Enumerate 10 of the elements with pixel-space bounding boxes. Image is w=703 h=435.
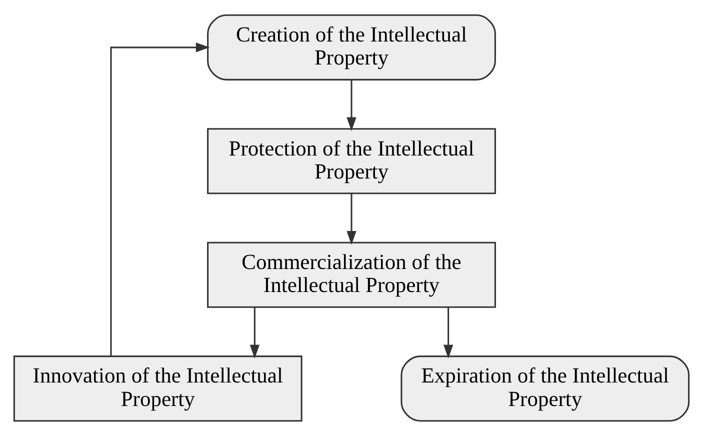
node-box: Commercialization of the Intellectual Property [207,241,496,308]
node-box: Expiration of the Intellectual Property [400,355,690,422]
arrow [110,42,210,356]
node-box: Innovation of the Intellectual Property [13,355,302,422]
arrow [250,306,260,358]
node-box: Creation of the Intellectual Property [207,14,496,80]
node-box: Protection of the Intellectual Property [207,128,496,194]
arrow [346,79,356,131]
arrow [346,192,356,244]
arrow [443,306,454,358]
